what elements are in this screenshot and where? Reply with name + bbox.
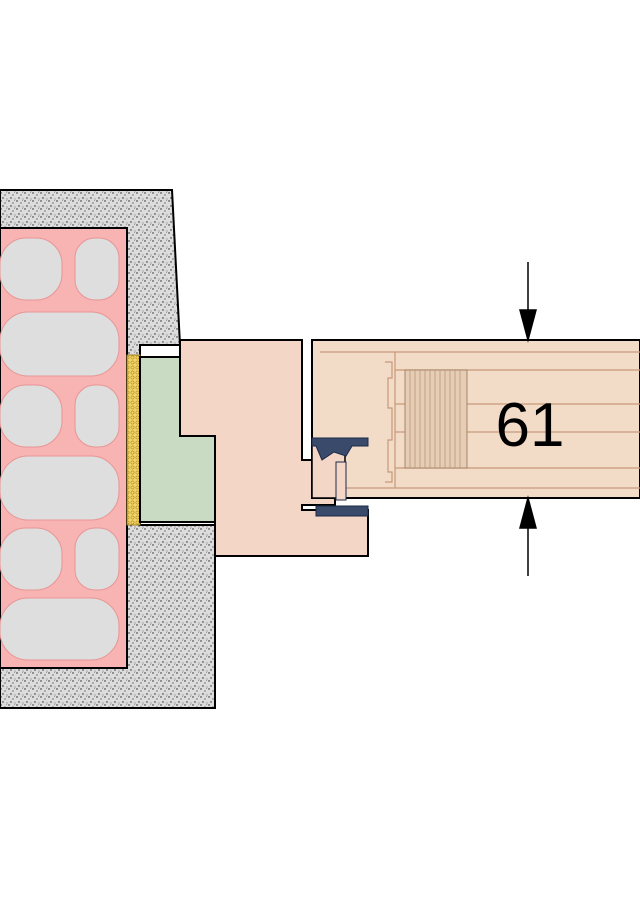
brick-holes xyxy=(0,237,120,661)
dimension-marker xyxy=(519,262,537,576)
gaskets xyxy=(311,437,369,517)
brick-body xyxy=(0,227,128,669)
upper-gasket xyxy=(311,437,369,461)
sealing-foam-strip xyxy=(126,354,141,526)
center-gasket xyxy=(335,461,347,501)
dimension-upper-arrow xyxy=(519,309,537,343)
glazing-unit xyxy=(404,369,468,469)
window-frame xyxy=(179,339,369,557)
window-sash xyxy=(311,339,640,499)
dimension-label: 61 xyxy=(496,391,565,460)
lower-gasket xyxy=(315,505,369,517)
brick-wall xyxy=(0,227,128,669)
dimension-lower-arrow xyxy=(519,495,537,529)
